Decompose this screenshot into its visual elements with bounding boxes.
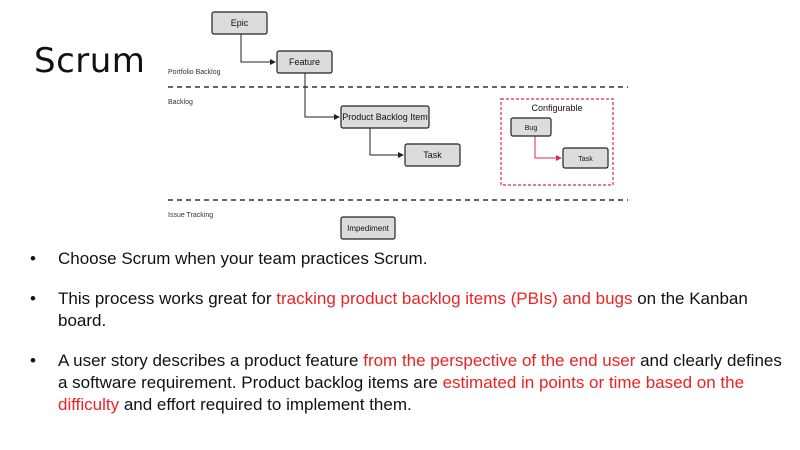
page-title: Scrum xyxy=(34,40,146,81)
node-task: Task xyxy=(404,143,461,167)
bullet-dot: • xyxy=(30,351,36,370)
bullet-text: This process works great for xyxy=(58,289,277,308)
svg-text:Impediment: Impediment xyxy=(347,224,390,233)
bullet-item: • A user story describes a product featu… xyxy=(30,350,790,416)
connector-feature-pbi xyxy=(304,73,340,120)
bullet-dot: • xyxy=(30,249,36,268)
svg-text:Feature: Feature xyxy=(289,57,320,67)
connector-bug-task xyxy=(534,136,562,161)
configurable-label: Configurable xyxy=(531,103,582,113)
node-epic: Epic xyxy=(211,11,268,35)
bullet-text: Choose Scrum when your team practices Sc… xyxy=(58,249,428,268)
node-feature: Feature xyxy=(276,50,333,74)
node-task-configurable: Task xyxy=(562,147,609,169)
svg-text:Task: Task xyxy=(423,150,442,160)
svg-text:Epic: Epic xyxy=(231,18,249,28)
work-item-hierarchy-diagram: Portfolio Backlog Backlog Issue Tracking… xyxy=(168,11,628,240)
connector-epic-feature xyxy=(240,34,276,65)
bullet-dot: • xyxy=(30,289,36,308)
bullet-text: and clearly defines a software requireme… xyxy=(58,351,782,392)
bullet-item: • This process works great for tracking … xyxy=(30,288,790,332)
lane-label-portfolio: Portfolio Backlog xyxy=(168,69,221,76)
highlight-text: from the perspective of the end user xyxy=(363,351,636,370)
svg-text:Product Backlog Item: Product Backlog Item xyxy=(342,112,428,122)
highlight-text: estimated in points or time based on the… xyxy=(58,373,745,414)
node-impediment: Impediment xyxy=(340,216,396,240)
svg-text:Task: Task xyxy=(578,156,593,163)
node-bug: Bug xyxy=(510,117,552,137)
bullet-text: and effort required to implement them. xyxy=(119,395,412,414)
bullet-list: • Choose Scrum when your team practices … xyxy=(30,248,790,434)
connector-pbi-task xyxy=(369,128,404,158)
node-product-backlog-item: Product Backlog Item xyxy=(340,105,430,129)
highlight-text: tracking product backlog items (PBIs) an… xyxy=(276,289,633,308)
bullet-text: on the Kanban board. xyxy=(58,289,748,330)
svg-text:Bug: Bug xyxy=(525,125,538,132)
configurable-group xyxy=(500,98,614,186)
bullet-item: • Choose Scrum when your team practices … xyxy=(30,248,790,270)
lane-label-backlog: Backlog xyxy=(168,99,193,106)
bullet-text: A user story describes a product feature xyxy=(58,351,364,370)
lane-label-issue-tracking: Issue Tracking xyxy=(168,212,213,219)
